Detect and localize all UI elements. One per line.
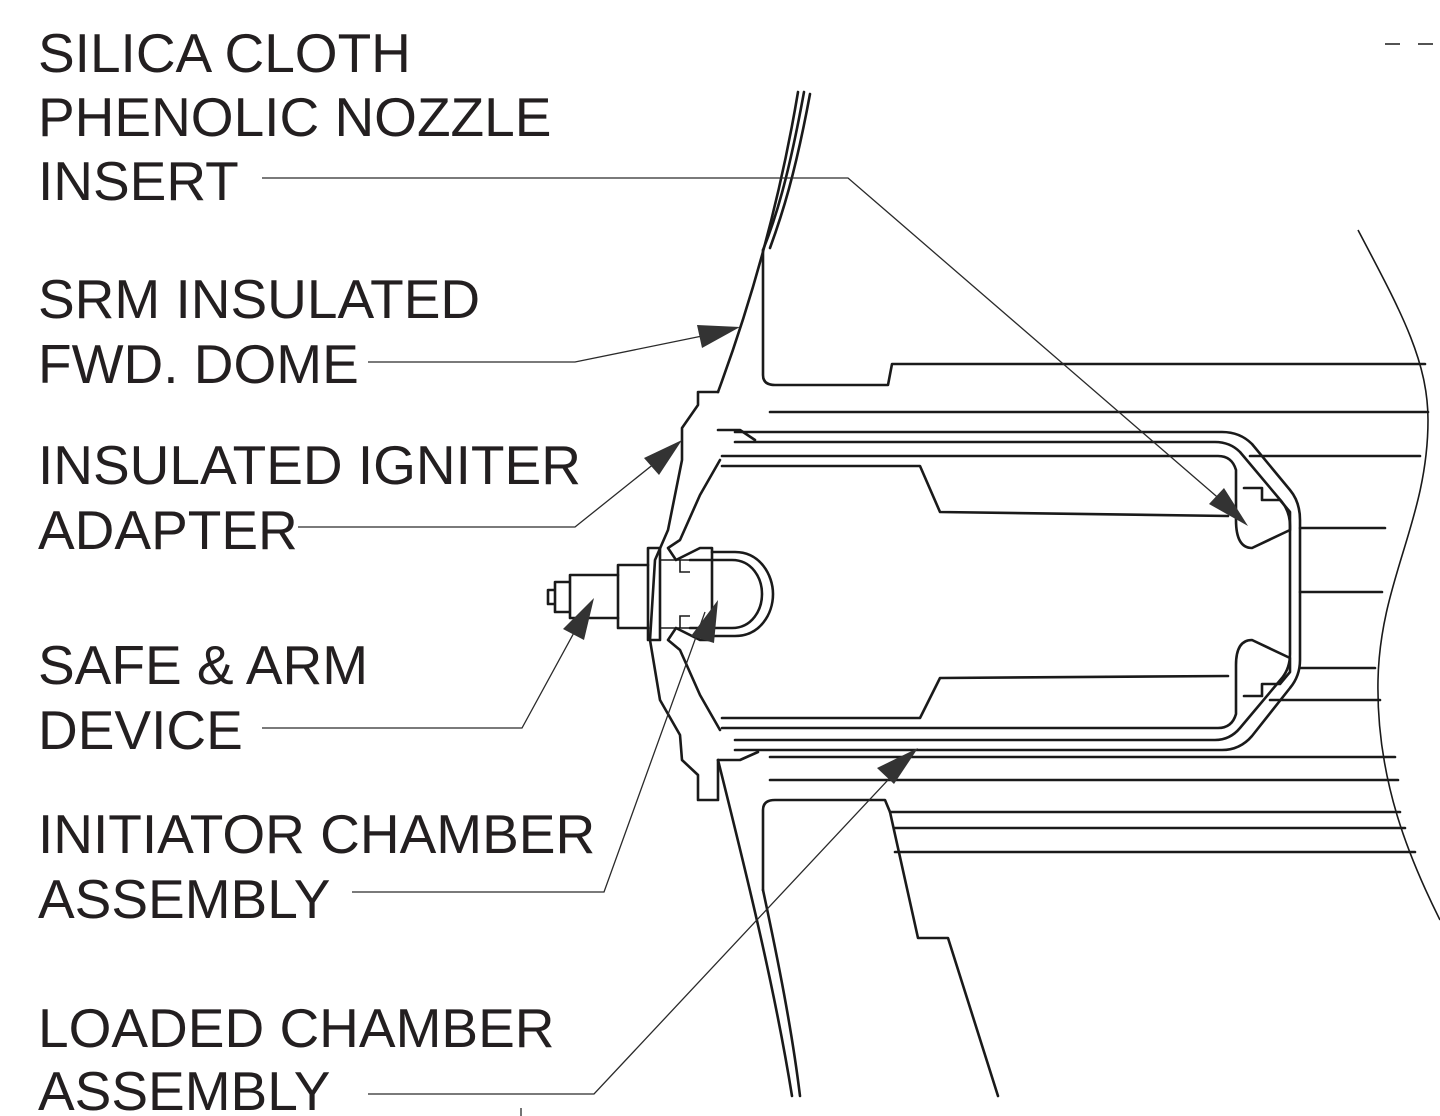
arrow-loaded [877, 748, 918, 784]
leader-safe-arm [262, 617, 583, 729]
safe-arm-body [646, 546, 662, 642]
dome-shell-mid [761, 90, 806, 1098]
dome-inner-wall-lower [761, 798, 1402, 892]
dome-inner-wall-upper [761, 248, 1427, 387]
propellant-grain-upper [720, 454, 1292, 550]
label-loaded-line-1: LOADED CHAMBER [38, 997, 554, 1059]
leader-silica [262, 177, 1231, 509]
initiator-dome-inner [688, 558, 764, 630]
loaded-chamber-case-inner [733, 440, 1292, 742]
leader-lines [262, 177, 1231, 1116]
arrow-dome [697, 325, 740, 348]
leader-loaded [368, 764, 903, 1095]
dome-shell-inner [768, 92, 812, 250]
loaded-chamber-case [733, 430, 1302, 752]
label-silica-line-3: INSERT [38, 150, 239, 212]
leader-adapter [298, 454, 666, 528]
safe-arm-shaft [546, 573, 620, 620]
leader-initiator [352, 611, 706, 893]
grain-step-profile [888, 810, 1000, 1098]
label-silica-line-2: PHENOLIC NOZZLE [38, 86, 551, 148]
arrow-silica [1209, 488, 1248, 526]
initiator-housing [666, 458, 722, 732]
label-initiator-line-1: INITIATOR CHAMBER [38, 803, 595, 865]
leader-dome [368, 333, 713, 363]
label-safe-arm-line-2: DEVICE [38, 699, 243, 761]
arrow-initiator [691, 600, 718, 643]
label-initiator-line-2: ASSEMBLY [38, 868, 330, 930]
grain-lines-lower [768, 666, 1417, 854]
adapter-flange-inner [716, 428, 760, 762]
callout-labels: SILICA CLOTH PHENOLIC NOZZLE INSERT SRM … [38, 22, 595, 1116]
arrow-safe-arm [563, 598, 594, 640]
grain-lines-upper [768, 410, 1430, 594]
dome-shell-outer [716, 90, 800, 1098]
initiator-dome-cap [710, 550, 775, 638]
label-dome-line-2: FWD. DOME [38, 333, 359, 395]
label-safe-arm-line-1: SAFE & ARM [38, 634, 368, 696]
mechanical-drawing [546, 43, 1440, 1098]
label-adapter-line-1: INSULATED IGNITER [38, 434, 581, 496]
arrowheads [563, 325, 1248, 784]
propellant-grain-lower [720, 638, 1292, 730]
label-loaded-line-2: ASSEMBLY [38, 1060, 330, 1116]
initiator-cavity [720, 464, 1230, 720]
label-adapter-line-2: ADAPTER [38, 499, 298, 561]
right-boundary-curve [1357, 229, 1440, 921]
safe-arm-detail [660, 559, 690, 629]
label-silica-line-1: SILICA CLOTH [38, 22, 411, 84]
safe-arm-housing [616, 563, 650, 630]
label-dome-line-1: SRM INSULATED [38, 268, 480, 330]
arrow-adapter [644, 440, 682, 475]
